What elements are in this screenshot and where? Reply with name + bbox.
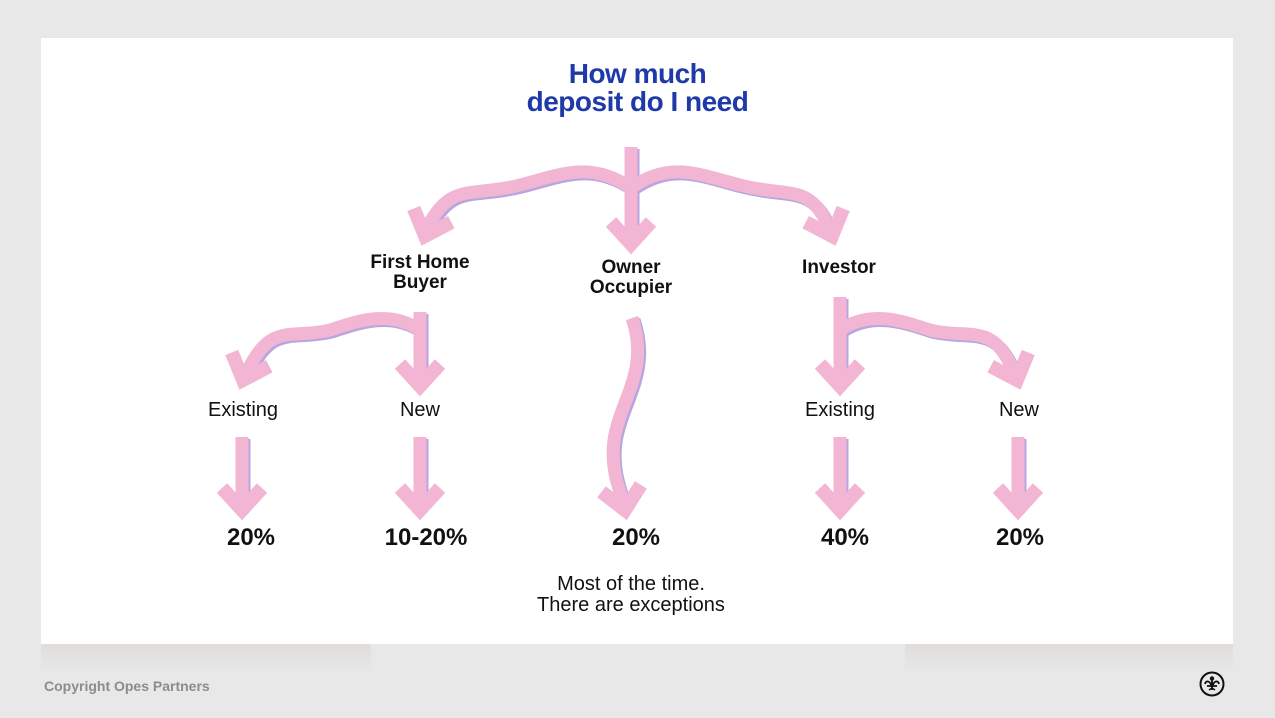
arrow-owner-occupier <box>606 315 645 507</box>
sub-label-investor-existing: Existing <box>804 399 876 421</box>
page-title: How much deposit do I need <box>0 60 1275 116</box>
fleur-de-lis-icon <box>1199 671 1225 697</box>
category-label: Investor <box>802 257 876 278</box>
title-line-1: How much <box>568 58 707 89</box>
deposit-fhb-new: 10-20% <box>384 524 468 551</box>
footnote-line-1: Most of the time. <box>557 573 705 595</box>
category-investor: Investor <box>802 258 876 278</box>
card-shadow <box>905 644 1233 674</box>
category-owner-occupier: Owner Occupier <box>590 258 672 298</box>
card-shadow <box>41 644 371 674</box>
deposit-investor-existing: 40% <box>820 524 870 551</box>
category-label: Occupier <box>589 277 673 298</box>
footnote: Most of the time. There are exceptions <box>0 574 1262 616</box>
category-first-home-buyer: First Home Buyer <box>370 253 469 293</box>
title-line-2: deposit do I need <box>526 86 749 117</box>
category-label: Owner <box>601 257 661 278</box>
category-label: Buyer <box>393 272 447 293</box>
footnote-line-2: There are exceptions <box>537 594 725 616</box>
sub-label-investor-new: New <box>998 399 1040 421</box>
deposit-fhb-existing: 20% <box>226 524 276 551</box>
deposit-owner-occupier: 20% <box>611 524 661 551</box>
arrow-to-first-home-buyer <box>419 165 635 235</box>
deposit-investor-new: 20% <box>995 524 1045 551</box>
sub-label-fhb-existing: Existing <box>207 399 279 421</box>
arrow-to-investor <box>627 165 836 233</box>
arrow-investor-new <box>836 311 1022 379</box>
arrow-fhb-existing <box>239 311 424 379</box>
copyright-text: Copyright Opes Partners <box>44 678 210 694</box>
category-label: First Home <box>370 252 470 273</box>
sub-label-fhb-new: New <box>399 399 441 421</box>
